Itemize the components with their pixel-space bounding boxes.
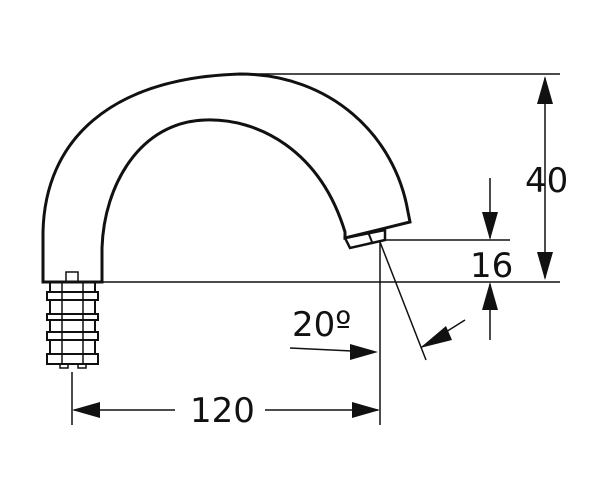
angle-arrow-right (420, 326, 452, 348)
dim-40-arrow-top (537, 76, 553, 104)
outlet-tick (367, 231, 373, 243)
dim-16-label: 16 (470, 246, 513, 286)
dim-40-label: 40 (525, 161, 568, 201)
dim-40-arrow-bottom (537, 252, 553, 280)
dim-120-arrow-left (72, 402, 100, 418)
angle-leader-left (289, 347, 353, 352)
angle-label: 20º (292, 305, 351, 345)
angle-line (379, 241, 427, 361)
spout-body (41, 72, 412, 284)
dim-16-arrow-bottom (482, 282, 498, 310)
dim-16-arrow-top (482, 212, 498, 240)
angle-arrow-left (350, 344, 378, 360)
dim-120-label: 120 (190, 391, 255, 431)
dim-120-arrow-right (352, 402, 380, 418)
threaded-connector (46, 271, 99, 369)
